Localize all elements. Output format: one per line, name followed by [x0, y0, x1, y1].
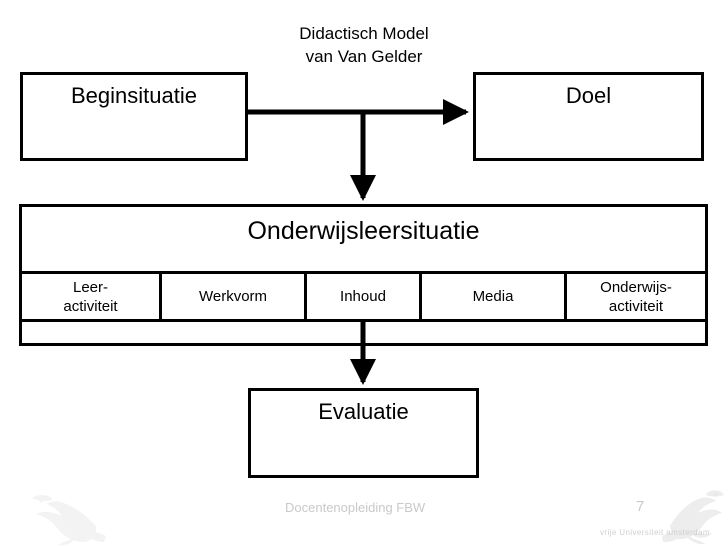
vu-wordmark: vrije Universiteit amsterdam: [600, 528, 710, 537]
page-title: Didactisch Model van Van Gelder: [299, 24, 429, 66]
box-doel-label: Doel: [565, 83, 612, 108]
footer-center-text: Docentenopleiding FBW: [285, 500, 426, 515]
component-cell-media: Media: [422, 274, 567, 319]
page-number: 7: [636, 498, 645, 515]
box-doel: Doel: [473, 72, 704, 161]
griffin-watermark-icon: [32, 495, 106, 546]
component-cell-leeractiviteit: Leer- activiteit: [22, 274, 162, 319]
box-evaluatie-label: Evaluatie: [318, 399, 409, 424]
box-onderwijsleersituatie: Onderwijsleersituatie Leer- activiteit W…: [19, 204, 708, 346]
component-row: Leer- activiteit Werkvorm Inhoud Media O…: [22, 271, 705, 322]
component-cell-onderwijsactiviteit: Onderwijs- activiteit: [600, 278, 672, 315]
component-cell-inhoud: Inhoud: [307, 274, 422, 319]
box-beginsituatie: Beginsituatie: [20, 72, 248, 161]
vu-griffin-logo-icon: [662, 490, 724, 545]
box-beginsituatie-label: Beginsituatie: [71, 83, 197, 108]
component-cell-werkvorm: Werkvorm: [162, 274, 307, 319]
box-evaluatie: Evaluatie: [248, 388, 479, 478]
box-onderwijsleersituatie-label: Onderwijsleersituatie: [247, 217, 480, 245]
